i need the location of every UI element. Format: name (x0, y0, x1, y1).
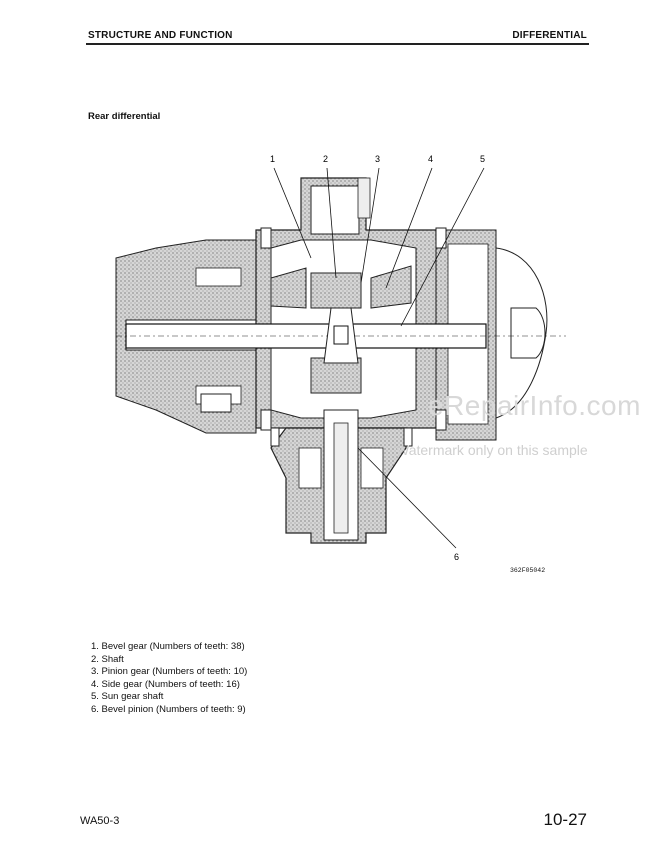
spider-gears (270, 265, 412, 394)
figure-heading: Rear differential (88, 111, 161, 122)
figure-code: 362F05042 (510, 567, 546, 574)
callout-2: 2 (323, 154, 328, 164)
callout-4: 4 (428, 154, 433, 164)
header-chapter-title: DIFFERENTIAL (512, 30, 587, 41)
parts-list-item: 4. Side gear (Numbers of teeth: 16) (91, 678, 240, 690)
parts-list-item: 5. Sun gear shaft (91, 691, 164, 702)
callout-5: 5 (480, 154, 485, 164)
housing-bolts (260, 227, 447, 447)
footer-page-number: 10-27 (543, 810, 587, 829)
callout-1: 1 (270, 154, 275, 164)
watermark-note: Watermark only on this sample (396, 442, 588, 458)
watermark-site: eRepairInfo.com (428, 390, 641, 421)
parts-list-item: 6. Bevel pinion (Numbers of teeth: 9) (91, 703, 246, 715)
callout-3: 3 (375, 154, 380, 164)
rear-differential-diagram: 1 2 3 4 5 6 (115, 154, 566, 562)
parts-list-item: 2. Shaft (91, 653, 124, 665)
main-axle-shaft (125, 323, 487, 349)
parts-list-item: 3. Pinion gear (Numbers of teeth: 10) (91, 666, 248, 677)
parts-list: 1. Bevel gear (Numbers of teeth: 38) 2. … (91, 641, 247, 716)
parts-list-item: 1. Bevel gear (Numbers of teeth: 38) (91, 641, 245, 652)
header-section-title: STRUCTURE AND FUNCTION (88, 30, 233, 41)
header-rule (86, 43, 589, 45)
pinion-housing (270, 409, 407, 544)
footer-model: WA50-3 (80, 815, 120, 827)
callout-6: 6 (454, 552, 459, 562)
